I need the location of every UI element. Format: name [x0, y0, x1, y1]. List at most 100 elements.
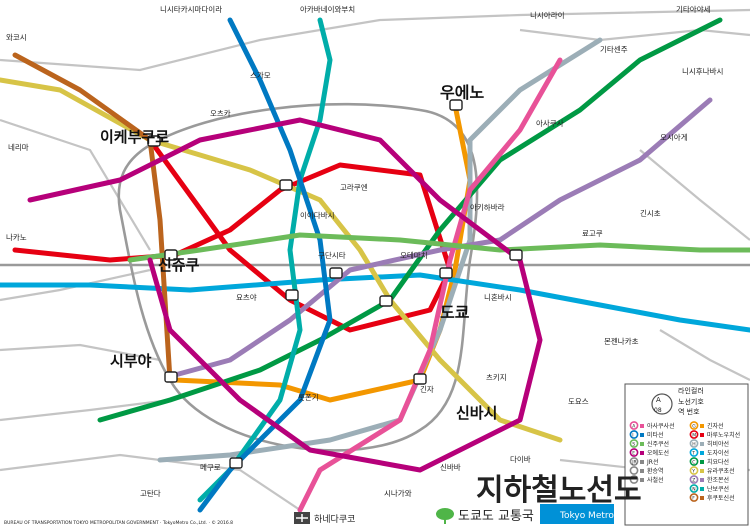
- legend-line-name: 신주쿠선: [647, 440, 669, 448]
- station-meguro: 메구로: [200, 463, 221, 472]
- station-marker: [439, 267, 453, 279]
- svg-text:08: 08: [654, 407, 662, 414]
- legend-line-name: 환승역: [647, 467, 664, 475]
- station-nishifunabashi: 니시후나바시: [682, 66, 723, 76]
- namboku-line: [197, 17, 333, 503]
- legend-line-symbol: [689, 466, 699, 475]
- hanzomon-line: [172, 97, 713, 378]
- legend-line-symbol: [689, 439, 699, 448]
- legend-line-code: Z: [692, 477, 695, 483]
- operator-name: 도쿄도 교통국: [458, 509, 534, 524]
- legend-line-name: 치요다선: [707, 458, 729, 466]
- legend-line-symbol: [689, 484, 699, 493]
- legend-line-symbol: [689, 430, 699, 439]
- map-credit: BUREAU OF TRANSPORTATION TOKYO METROPOLI…: [4, 519, 233, 526]
- station-roppongi: 롯폰기: [298, 393, 319, 402]
- hub-labels: 이케부쿠로 우에노 신쥬쿠 도쿄 시부야 신바시 하네다쿠코: [100, 83, 497, 525]
- station-iidabashi: 이이다바시: [300, 210, 335, 220]
- legend-line-code: F: [692, 495, 695, 501]
- station-marker: [379, 295, 393, 307]
- station-ginza: 긴자: [420, 384, 434, 394]
- legend-line-name: 도자이선: [707, 449, 729, 457]
- legend-line-color: [700, 496, 704, 500]
- station-shimbamba: 신바바: [440, 462, 461, 472]
- legend-line-code: H: [692, 441, 695, 447]
- hub-shinjuku: 신쥬쿠: [158, 256, 200, 274]
- station-otsuka: 오츠카: [210, 109, 231, 118]
- legend-line-name: 마루노우치선: [707, 431, 740, 439]
- airplane-icon: [296, 514, 308, 522]
- station-ryogoku: 료고쿠: [582, 229, 603, 238]
- chiyoda-line: [97, 17, 723, 423]
- station-otemachi: 오테마치: [400, 251, 428, 260]
- legend-line-color: [640, 433, 644, 437]
- station-marker: [279, 179, 293, 191]
- station-labels: 와코시 니시타카시마다이라 아카바네이와부치 니시아라이 기타센주 기타아야세 …: [6, 4, 723, 498]
- legend-line-code: T: [691, 450, 695, 456]
- hub-tokyo: 도쿄: [440, 303, 470, 322]
- legend-line-name: 사철선: [647, 476, 664, 484]
- shinjuku-line: [127, 232, 750, 263]
- station-monzennakacho: 몬젠나카초: [604, 337, 639, 346]
- station-marker: [413, 373, 427, 385]
- station-marker: [449, 99, 463, 111]
- legend-line-name: 아사쿠사선: [647, 422, 675, 430]
- legend-line-code: G: [692, 423, 696, 429]
- legend-line-color: [700, 442, 704, 446]
- legend-heading-station: 역 번호: [678, 407, 700, 416]
- toei-logo: [436, 508, 454, 524]
- hub-haneda: 하네다쿠코: [314, 514, 355, 525]
- station-nerima: 네리마: [8, 143, 29, 152]
- station-oshiage: 오시아게: [660, 132, 688, 142]
- station-kitasenju: 기타센주: [600, 44, 628, 54]
- legend-line-name: 미타선: [647, 431, 664, 439]
- station-marker: [329, 267, 343, 279]
- legend-line-code: S: [632, 441, 635, 447]
- station-nishitakashimadaira: 니시타카시마다이라: [160, 4, 222, 14]
- station-toyosu: 도요스: [568, 397, 589, 406]
- legend-line-code: A: [632, 423, 636, 429]
- legend-line-name: 후쿠토신선: [707, 494, 735, 502]
- legend-line-color: [700, 451, 704, 455]
- station-akihabara: 아키하바라: [470, 202, 505, 212]
- station-marker: [164, 371, 178, 383]
- legend-line-symbol: [689, 457, 699, 466]
- legend-line-name: 오에도선: [647, 449, 669, 457]
- legend-line-name: 긴자선: [707, 422, 724, 430]
- oedo-line: [27, 117, 543, 473]
- legend-line-color: [700, 478, 704, 482]
- legend-line-color: [700, 469, 704, 473]
- legend-line-color: [640, 469, 644, 473]
- legend-line-symbol: [629, 439, 639, 448]
- hub-shibuya: 시부야: [110, 352, 152, 370]
- station-nakano: 나카노: [6, 233, 27, 242]
- legend-heading-number: 노선기호: [678, 397, 704, 406]
- legend-line-name: JR선: [646, 458, 658, 466]
- station-korakuen: 고라쿠엔: [340, 182, 368, 192]
- hub-shinbashi: 신바시: [456, 404, 497, 422]
- legend-line-symbol: [629, 448, 639, 457]
- transfer-markers: [147, 99, 523, 469]
- legend-line-code: E: [632, 450, 635, 456]
- svg-text:A: A: [656, 396, 661, 404]
- legend-line-symbol: [689, 475, 699, 484]
- tozai-line: [0, 272, 750, 333]
- yurakucho-line: [0, 77, 563, 443]
- station-akabane: 아카바네이와부치: [300, 4, 355, 14]
- station-sugamo: 스가모: [250, 71, 271, 80]
- legend-line-name: 난보쿠선: [707, 485, 729, 493]
- legend-line-color: [700, 460, 704, 464]
- station-tsukiji: 츠키지: [486, 373, 507, 382]
- station-yotsuya: 요츠야: [236, 292, 257, 302]
- hub-ikebukuro: 이케부쿠로: [100, 128, 169, 146]
- asakusa-line: [297, 57, 563, 513]
- legend-line-symbol: [629, 475, 639, 484]
- legend-heading-line: 라인컬러: [678, 386, 704, 395]
- haneda-airport: [294, 512, 310, 524]
- legend-line-symbol: [689, 421, 699, 430]
- legend-line-color: [640, 478, 644, 482]
- station-marker: [229, 457, 243, 469]
